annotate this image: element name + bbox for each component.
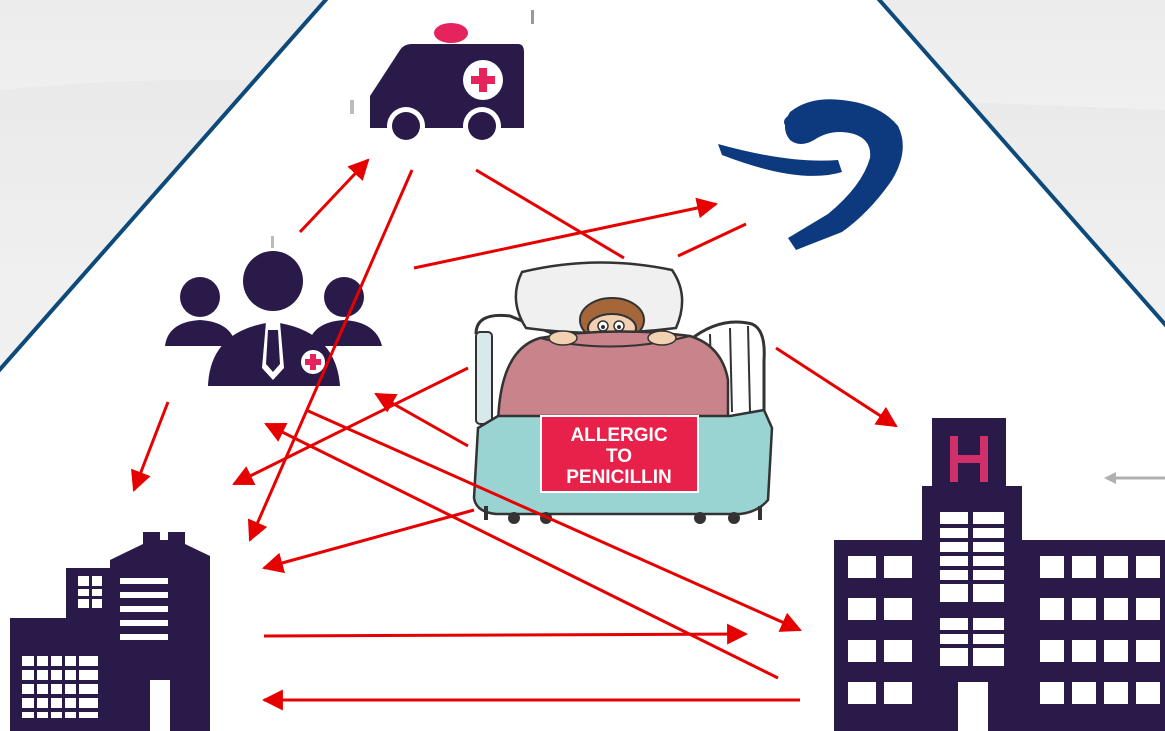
allergy-sign-line-2: TO [606, 446, 632, 467]
allergy-sign: ALLERGIC TO PENICILLIN [541, 416, 698, 492]
arrow-clinic-to-hospital [264, 634, 746, 636]
allergy-sign-line-1: ALLERGIC [570, 425, 667, 446]
allergy-sign-line-3: PENICILLIN [566, 467, 672, 488]
